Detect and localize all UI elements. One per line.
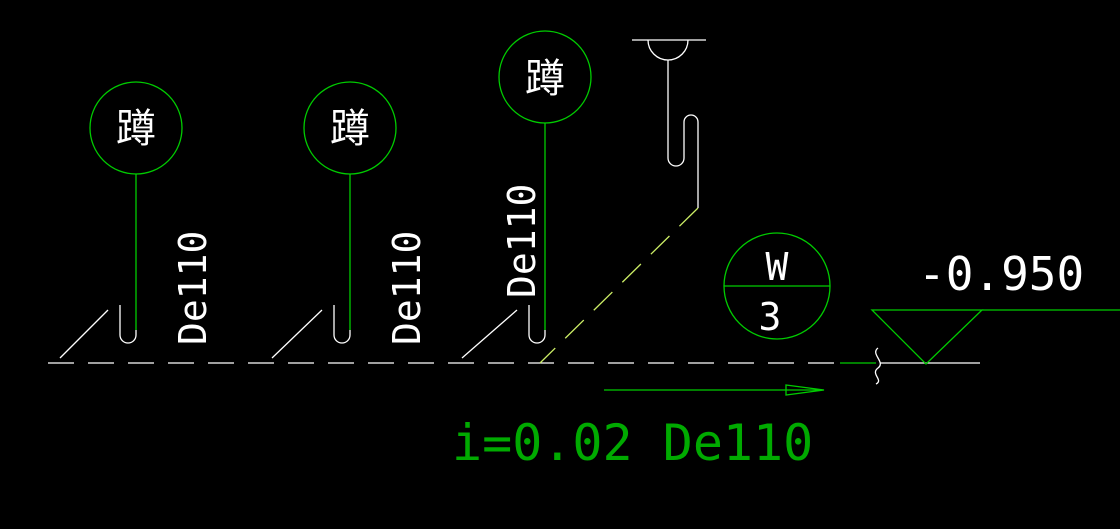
fixture-3-label: 蹲 bbox=[525, 56, 565, 102]
fixture-1-label: 蹲 bbox=[116, 106, 156, 152]
slope-annotation: i=0.02 De110 bbox=[452, 384, 825, 472]
fixture-1: 蹲 De110 bbox=[59, 81, 215, 359]
fixture-2-label: 蹲 bbox=[330, 106, 370, 152]
elevation-value: -0.950 bbox=[918, 247, 1084, 301]
fixture-1-pipe-size: De110 bbox=[171, 231, 215, 345]
elevation-mark: -0.950 bbox=[870, 247, 1120, 365]
fixture-3-trap bbox=[528, 305, 546, 344]
floor-drain-bowl-icon bbox=[647, 39, 689, 61]
fixture-1-trap bbox=[119, 305, 137, 344]
manhole-symbol: W 3 bbox=[723, 232, 831, 340]
fixture-2-trap bbox=[333, 305, 351, 344]
floor-drain-trap bbox=[667, 114, 699, 208]
pipe-break-symbol bbox=[874, 347, 881, 385]
manhole-top-text: W bbox=[766, 245, 789, 289]
slope-text: i=0.02 De110 bbox=[452, 414, 813, 472]
fixture-2-pipe-size: De110 bbox=[385, 231, 429, 345]
fixture-2-branch bbox=[271, 309, 323, 359]
fixture-3-branch bbox=[461, 309, 518, 359]
fixture-2: 蹲 De110 bbox=[271, 81, 429, 359]
floor-drain bbox=[539, 39, 706, 364]
fixture-1-branch bbox=[59, 309, 109, 359]
slope-arrow-icon bbox=[785, 384, 825, 396]
floor-drain-branch bbox=[539, 207, 699, 364]
fixture-3-pipe-size: De110 bbox=[500, 184, 544, 298]
elevation-triangle-icon bbox=[870, 309, 984, 365]
fixture-3: 蹲 De110 bbox=[461, 30, 592, 359]
manhole-bottom-text: 3 bbox=[759, 295, 782, 339]
